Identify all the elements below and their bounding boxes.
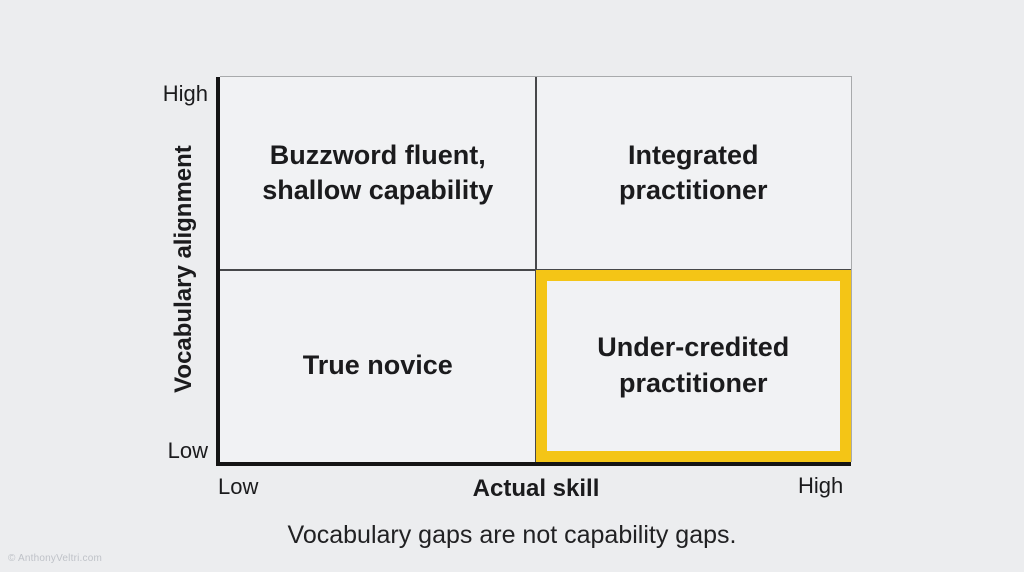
quadrant-bottom-right-label: Under-credited practitioner <box>597 332 790 398</box>
watermark-credit: © AnthonyVeltri.com <box>8 553 102 564</box>
x-axis-line <box>216 462 851 466</box>
diagram-caption: Vocabulary gaps are not capability gaps. <box>287 521 737 549</box>
quadrant-top-right: Integrated practitioner <box>536 77 852 270</box>
quadrant-top-right-label: Integrated practitioner <box>618 139 768 206</box>
quadrant-bottom-left: True novice <box>220 270 536 463</box>
quadrant-top-left: Buzzword fluent, shallow capability <box>220 77 536 270</box>
quadrant-bottom-right: Under-credited practitioner <box>536 270 852 463</box>
x-axis-tick-low: Low <box>218 474 259 499</box>
y-axis-tick-high: High <box>162 81 208 106</box>
y-axis-tick-low: Low <box>167 438 208 463</box>
quadrant-bottom-left-label: True novice <box>302 349 453 380</box>
quadrant-matrix: Buzzword fluent, shallow capability Inte… <box>216 76 852 466</box>
x-axis-title: Actual skill <box>472 475 600 502</box>
quadrant-top-left-label: Buzzword fluent, shallow capability <box>262 139 494 206</box>
y-axis-title: Vocabulary alignment <box>170 145 197 393</box>
y-axis-line <box>216 77 220 466</box>
x-axis-tick-high: High <box>798 473 844 498</box>
